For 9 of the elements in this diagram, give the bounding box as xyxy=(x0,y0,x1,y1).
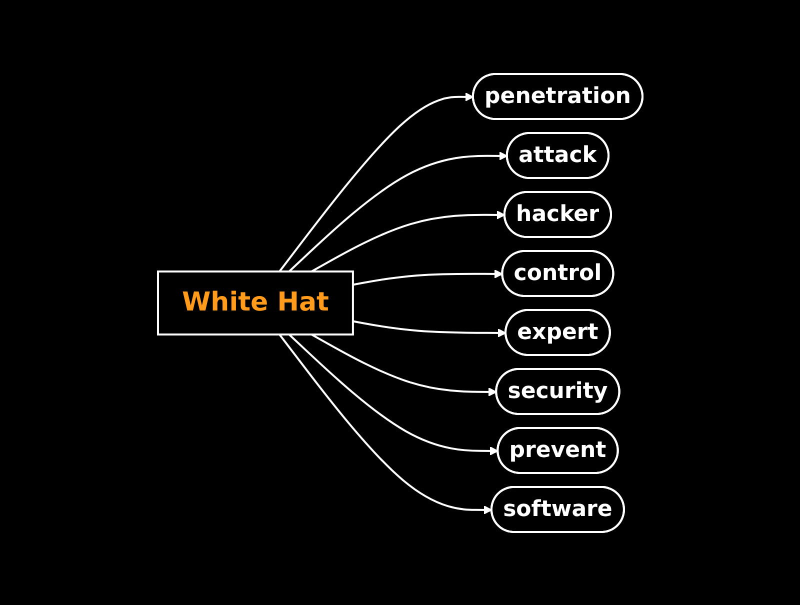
arrow xyxy=(288,151,508,272)
arrow xyxy=(352,269,503,286)
arrow xyxy=(288,333,498,455)
arrow xyxy=(278,92,474,272)
arrow xyxy=(278,333,492,514)
arrow xyxy=(352,320,506,337)
arrow xyxy=(310,210,506,272)
node-box: White Hat xyxy=(156,270,354,335)
arrow xyxy=(310,333,497,396)
